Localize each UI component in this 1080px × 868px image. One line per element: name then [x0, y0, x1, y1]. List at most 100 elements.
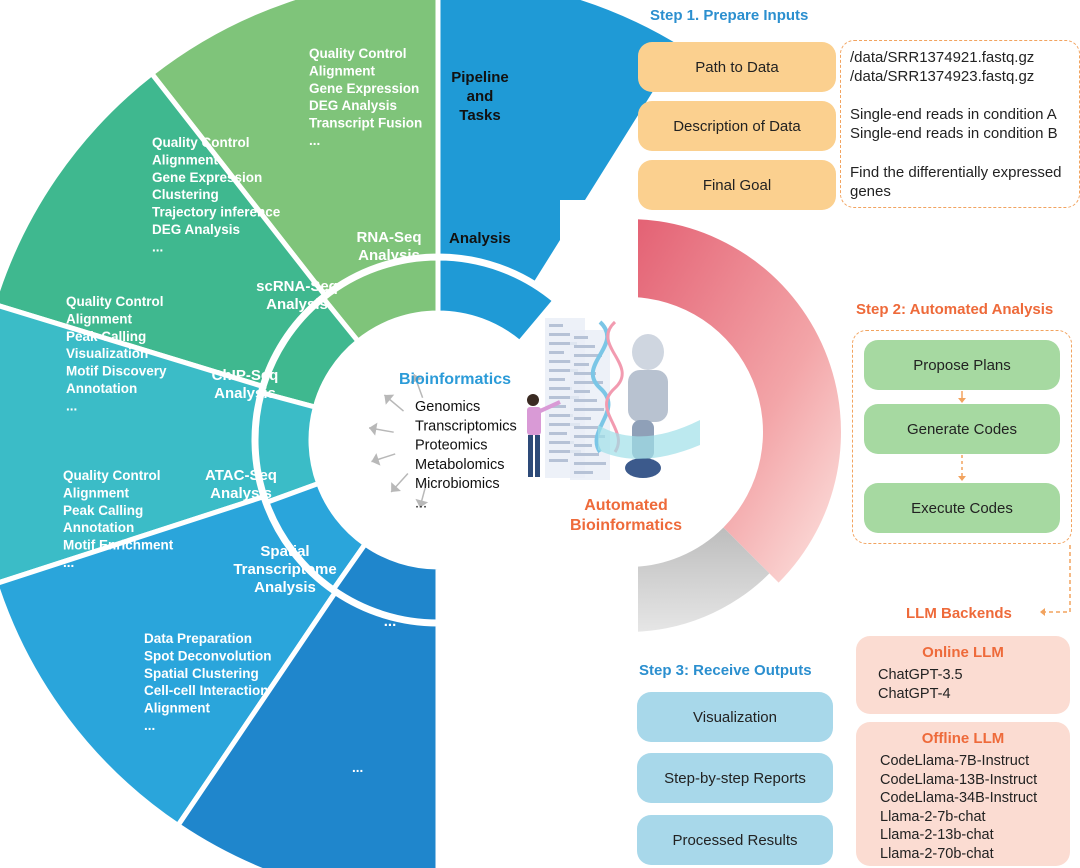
- online-llm-panel: Online LLM ChatGPT-3.5 ChatGPT-4: [856, 636, 1070, 714]
- execute-codes-box: Execute Codes: [864, 483, 1060, 533]
- processed-results-box: Processed Results: [637, 815, 833, 865]
- sector-outer-5: [174, 589, 441, 868]
- code-line: [549, 405, 566, 408]
- code-panel: [570, 330, 610, 480]
- arrowhead: [384, 394, 395, 405]
- code-line: [574, 408, 604, 411]
- model-item: CodeLlama-34B-Instruct: [880, 790, 1038, 806]
- scientist-leg: [535, 435, 540, 477]
- model-item: Llama-2-13b-chat: [880, 827, 994, 843]
- input-line: Single-end reads in condition A: [850, 106, 1057, 123]
- code-line: [574, 336, 588, 339]
- code-line: [549, 360, 571, 363]
- pipeline-label-line: Pipeline: [451, 69, 509, 86]
- final-goal-box: Final Goal: [638, 160, 836, 210]
- code-line: [549, 414, 573, 417]
- auto-ring-grey: [628, 527, 770, 632]
- arrowhead: [415, 498, 429, 508]
- code-line: [574, 399, 597, 402]
- model-item: Llama-2-70b-chat: [880, 845, 994, 862]
- path-values: /data/SRR1374921.fastq.gz /data/SRR13749…: [850, 48, 1034, 86]
- code-line: [574, 417, 591, 420]
- code-line: [574, 462, 606, 465]
- sector-outer-3: [0, 303, 267, 585]
- code-line: [549, 459, 568, 462]
- sector-outer-4: [0, 493, 339, 829]
- code-line: [549, 342, 577, 345]
- code-line: [549, 369, 578, 372]
- arrowhead: [391, 482, 401, 493]
- pipeline-label-line: Tasks: [459, 107, 501, 124]
- offline-llm-panel: Offline LLM CodeLlama-7B-Instruct CodeLl…: [856, 722, 1070, 866]
- code-line: [574, 453, 599, 456]
- pipeline-label-line: and: [466, 88, 494, 105]
- scientist-leg: [528, 435, 533, 477]
- dna-helix-strand: [605, 320, 624, 453]
- code-line: [574, 372, 596, 375]
- model-item: CodeLlama-7B-Instruct: [880, 753, 1030, 769]
- code-line: [574, 435, 605, 438]
- code-line: [549, 432, 567, 435]
- sector-name-5: ...: [384, 613, 397, 630]
- arrowhead: [369, 422, 378, 436]
- code-line: [549, 378, 565, 381]
- visualization-box: Visualization: [637, 692, 833, 742]
- llm-backends-title: LLM Backends: [906, 605, 1012, 622]
- model-item: Llama-2-7b-chat: [880, 808, 986, 825]
- code-line: [574, 426, 598, 429]
- scientist-body: [527, 407, 541, 435]
- sector-tasks-5: ...: [352, 760, 363, 775]
- code-line: [549, 450, 581, 453]
- offline-llm-list: CodeLlama-7B-Instruct CodeLlama-13B-Inst…: [880, 752, 1037, 863]
- model-item: ChatGPT-3.5: [878, 667, 963, 683]
- code-line: [574, 390, 590, 393]
- sector-outer-0: [435, 0, 688, 288]
- code-line: [549, 351, 564, 354]
- arrowhead: [410, 374, 423, 384]
- goal-values: Find the differentially expressed genes: [850, 163, 1062, 201]
- input-line: Single-end reads in condition B: [850, 125, 1058, 142]
- path-to-data-box: Path to Data: [638, 42, 836, 92]
- code-line: [549, 396, 579, 399]
- model-item: CodeLlama-13B-Instruct: [880, 771, 1038, 788]
- center-title: Bioinformatics: [399, 371, 511, 388]
- code-line: [574, 363, 589, 366]
- sector-outer-1: [148, 0, 441, 299]
- code-line: [549, 324, 563, 327]
- offline-llm-title: Offline LLM: [921, 730, 1005, 747]
- code-line: [574, 381, 603, 384]
- code-line: [549, 387, 572, 390]
- analysis-dashed-panel: [852, 330, 1072, 544]
- input-line: Find the differentially expressed: [850, 164, 1062, 181]
- code-line: [549, 333, 570, 336]
- hologram-ring: [598, 420, 700, 459]
- input-line: /data/SRR1374923.fastq.gz: [850, 68, 1035, 85]
- code-line: [549, 423, 580, 426]
- model-item: ChatGPT-4: [878, 685, 951, 702]
- description-of-data-box: Description of Data: [638, 101, 836, 151]
- center-disk: [313, 315, 563, 565]
- scientist-arm: [537, 400, 561, 414]
- propose-plans-box: Propose Plans: [864, 340, 1060, 390]
- description-values: Single-end reads in condition A Single-e…: [850, 105, 1058, 143]
- auto-ring-pink: [628, 219, 842, 583]
- input-line: /data/SRR1374921.fastq.gz: [850, 49, 1035, 66]
- code-line: [574, 345, 595, 348]
- step-by-step-reports-box: Step-by-step Reports: [637, 753, 833, 803]
- robot-body: [628, 370, 668, 422]
- online-llm-list: ChatGPT-3.5 ChatGPT-4: [878, 666, 963, 703]
- arrowhead: [371, 453, 381, 466]
- generate-codes-box: Generate Codes: [864, 404, 1060, 454]
